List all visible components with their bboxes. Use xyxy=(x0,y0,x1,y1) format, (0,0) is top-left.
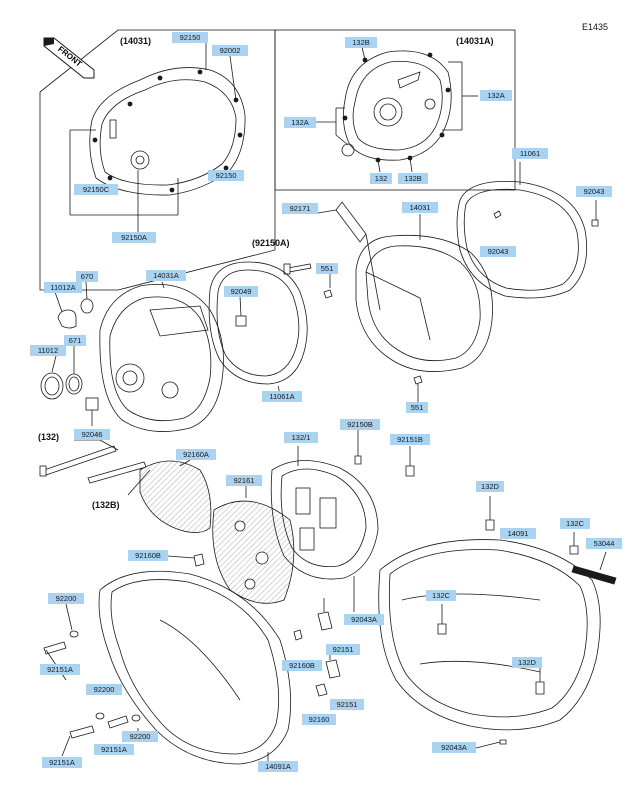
part-label[interactable]: 11012A xyxy=(44,282,82,293)
part-label[interactable]: 670 xyxy=(76,271,98,282)
part-label[interactable]: 132/1 xyxy=(284,432,318,443)
part-label[interactable]: 92002 xyxy=(212,45,248,56)
group-label-14031: (14031) xyxy=(120,36,152,46)
outer-cover-14091a xyxy=(98,570,292,765)
part-label[interactable]: 92043A xyxy=(432,742,476,753)
part-label[interactable]: 132A xyxy=(284,117,316,128)
part-label[interactable]: 92160B xyxy=(282,660,322,671)
plate-92161 xyxy=(212,500,295,604)
rod-92171 xyxy=(335,201,367,243)
inset-left-bolts xyxy=(92,69,243,193)
part-label[interactable]: 92160 xyxy=(302,714,336,725)
part-label[interactable]: 14091 xyxy=(500,528,536,539)
part-label[interactable]: 92150B xyxy=(340,419,380,430)
diagram-code: E1435 xyxy=(582,22,609,32)
part-label[interactable]: 92049 xyxy=(224,286,258,297)
front-arrow-icon xyxy=(43,37,95,79)
inset-left-leaders xyxy=(69,42,237,232)
part-label[interactable]: 92043 xyxy=(480,246,516,257)
part-label[interactable]: 92151 xyxy=(330,699,364,710)
inset-left-cover xyxy=(89,67,246,196)
inset-right-bolts xyxy=(342,52,451,163)
part-label[interactable]: 132B xyxy=(398,173,428,184)
part-label[interactable]: 92151A xyxy=(42,757,82,768)
part-label[interactable]: 551 xyxy=(316,263,338,274)
part-label[interactable]: 11012 xyxy=(30,345,66,356)
bolt-92150a xyxy=(283,263,312,275)
part-label[interactable]: 92150A xyxy=(112,232,156,243)
part-label[interactable]: 11061A xyxy=(262,391,302,402)
part-label[interactable]: 92043A xyxy=(344,614,384,625)
gasket-11061a xyxy=(208,261,308,385)
breather-cover-132-1 xyxy=(270,460,379,580)
clutch-cover-14031a xyxy=(99,284,224,432)
group-label-132: (132) xyxy=(38,432,60,442)
plate-92160a xyxy=(139,460,212,533)
part-label[interactable]: 53044 xyxy=(586,538,622,549)
part-label[interactable]: 92171 xyxy=(282,203,318,214)
part-label[interactable]: 92150 xyxy=(208,170,244,181)
group-label-132b: (132B) xyxy=(92,500,120,510)
part-label[interactable]: 14031A xyxy=(146,270,186,281)
part-label[interactable]: 132D xyxy=(512,657,542,668)
inset-right-leaders xyxy=(316,46,478,173)
part-label[interactable]: 132 xyxy=(370,173,392,184)
part-label[interactable]: 92200 xyxy=(48,593,84,604)
part-label[interactable]: 92161 xyxy=(226,475,262,486)
group-label-92150a: (92150A) xyxy=(252,238,290,248)
part-label[interactable]: 132D xyxy=(476,481,504,492)
part-label[interactable]: 92200 xyxy=(86,684,122,695)
part-label[interactable]: 92150C xyxy=(74,184,118,195)
part-label[interactable]: 551 xyxy=(406,402,428,413)
part-label[interactable]: 92151 xyxy=(326,644,360,655)
part-label[interactable]: 132A xyxy=(480,90,512,101)
part-label[interactable]: 92200 xyxy=(122,731,158,742)
part-label[interactable]: 92160B xyxy=(128,550,168,561)
strip-53044 xyxy=(571,565,617,585)
part-label[interactable]: 132C xyxy=(560,518,590,529)
inset-right-frame xyxy=(274,29,516,191)
inset-left-frame xyxy=(39,29,276,291)
part-label[interactable]: 92151B xyxy=(390,434,430,445)
part-label[interactable]: 132C xyxy=(426,590,456,601)
part-label[interactable]: 14091A xyxy=(258,761,298,772)
group-label-14031a: (14031A) xyxy=(456,36,494,46)
part-label[interactable]: 11061 xyxy=(512,148,548,159)
part-label[interactable]: 92151A xyxy=(40,664,80,675)
part-label[interactable]: 92043 xyxy=(576,186,612,197)
part-label[interactable]: 92151A xyxy=(94,744,134,755)
part-label[interactable]: 132B xyxy=(345,37,377,48)
outer-cover-14091 xyxy=(378,539,601,731)
part-label[interactable]: 92150 xyxy=(172,32,208,43)
part-label[interactable]: 671 xyxy=(64,335,86,346)
part-label[interactable]: 92046 xyxy=(74,429,110,440)
cover-14031 xyxy=(355,234,493,372)
front-direction-arrow: FRONT xyxy=(42,36,96,85)
part-label[interactable]: 14031 xyxy=(402,202,438,213)
inset-right-cover xyxy=(341,50,452,161)
part-label[interactable]: 92160A xyxy=(176,449,216,460)
